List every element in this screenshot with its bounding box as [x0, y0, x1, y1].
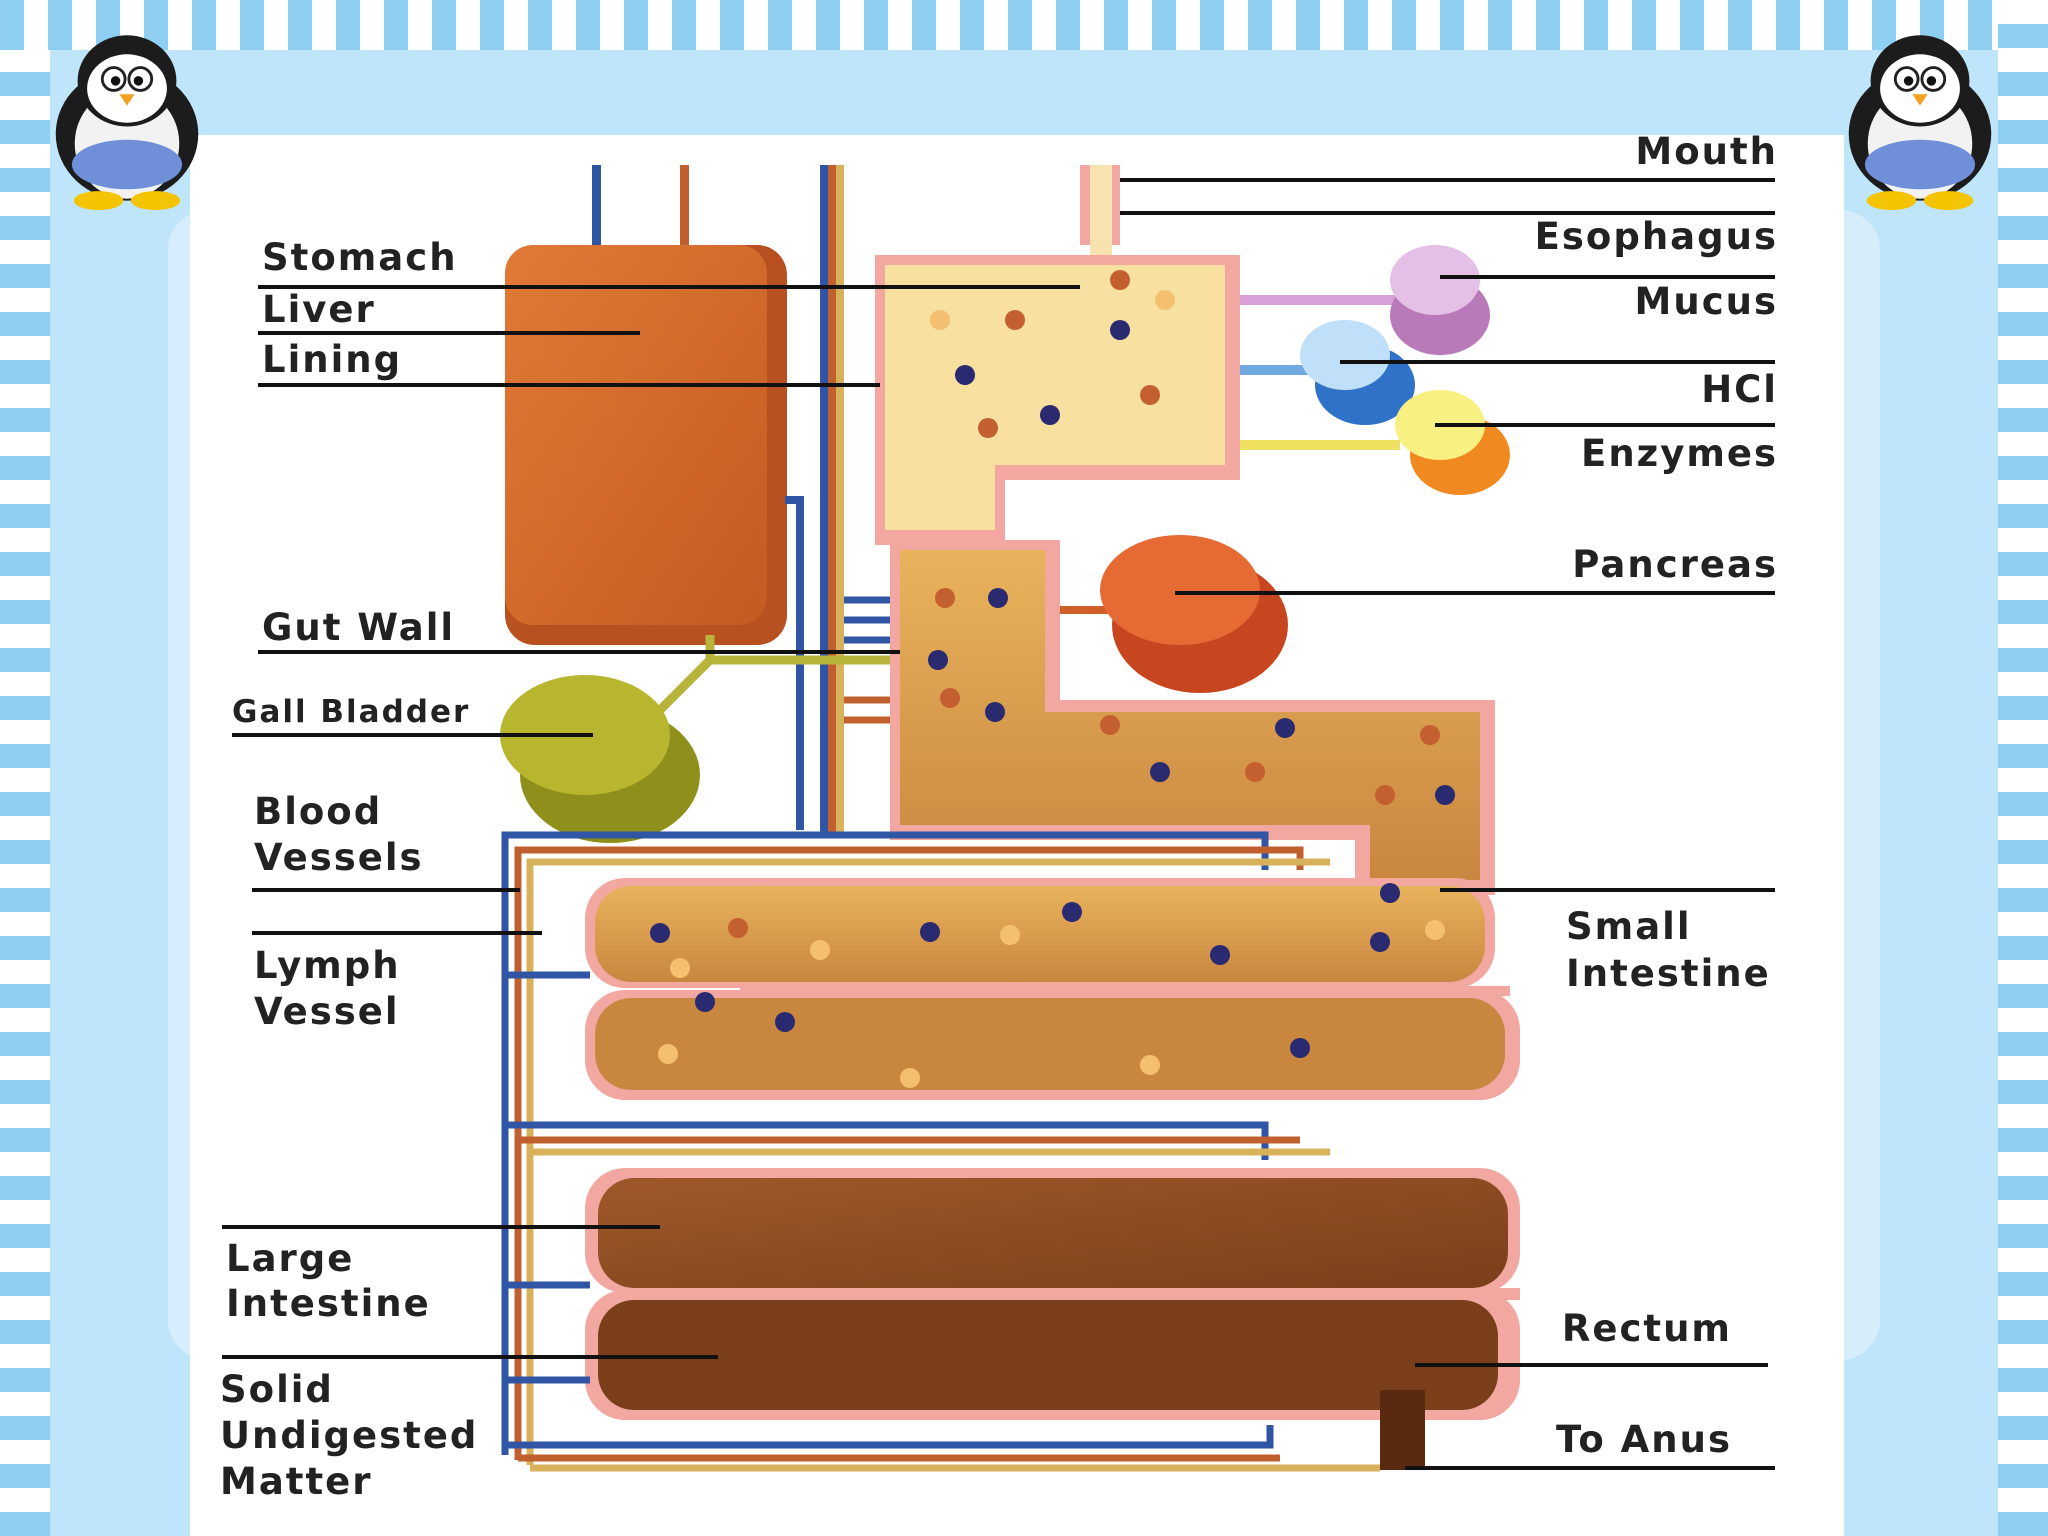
- striped-border-right: [1998, 0, 2048, 1536]
- label-solid-undigested-line1: Solid: [220, 1368, 334, 1411]
- label-lymph-vessel-line1: Lymph: [254, 944, 401, 987]
- label-solid-undigested-line2: Undigested: [220, 1414, 479, 1457]
- blood-and-lymph-vessels: [501, 596, 1380, 1472]
- label-blood-vessels-line2: Vessels: [254, 836, 424, 879]
- label-rectum: Rectum: [1561, 1307, 1732, 1350]
- label-small-intestine-line2: Intestine: [1566, 952, 1771, 995]
- stomach-organ: [875, 255, 1240, 545]
- label-stomach: Stomach: [262, 236, 458, 279]
- label-gall-bladder: Gall Bladder: [232, 694, 471, 730]
- leader-lines: [222, 178, 1775, 1470]
- label-gut-wall: Gut Wall: [262, 606, 456, 649]
- large-intestine-organ: [585, 1168, 1520, 1470]
- esophagus-organ: [1080, 165, 1120, 255]
- food-particles: [650, 270, 1455, 1088]
- label-hcl: HCl: [1701, 368, 1778, 411]
- label-esophagus: Esophagus: [1534, 215, 1778, 258]
- label-enzymes: Enzymes: [1581, 432, 1778, 475]
- label-lining: Lining: [262, 338, 403, 381]
- label-to-anus: To Anus: [1556, 1418, 1732, 1461]
- liver-organ: [505, 245, 804, 830]
- duodenum-organ: [890, 540, 1495, 895]
- label-pancreas: Pancreas: [1572, 543, 1778, 586]
- mucus-gland: [1240, 245, 1490, 355]
- label-liver: Liver: [262, 288, 376, 331]
- label-solid-undigested-line3: Matter: [220, 1460, 373, 1503]
- small-intestine-organ: [585, 878, 1520, 1100]
- pancreas-organ: [1060, 535, 1288, 693]
- label-blood-vessels-line1: Blood: [254, 790, 383, 833]
- label-small-intestine-line1: Small: [1566, 905, 1692, 948]
- hcl-gland: [1240, 320, 1415, 425]
- penguin-mascot-left: [55, 35, 199, 211]
- penguin-mascot-right: [1848, 35, 1992, 211]
- label-lymph-vessel-line2: Vessel: [254, 990, 400, 1033]
- top-vessels: [592, 165, 844, 835]
- label-large-intestine-line1: Large: [226, 1237, 355, 1280]
- label-mouth: Mouth: [1635, 130, 1778, 173]
- label-large-intestine-line2: Intestine: [226, 1282, 431, 1325]
- label-mucus: Mucus: [1634, 280, 1778, 323]
